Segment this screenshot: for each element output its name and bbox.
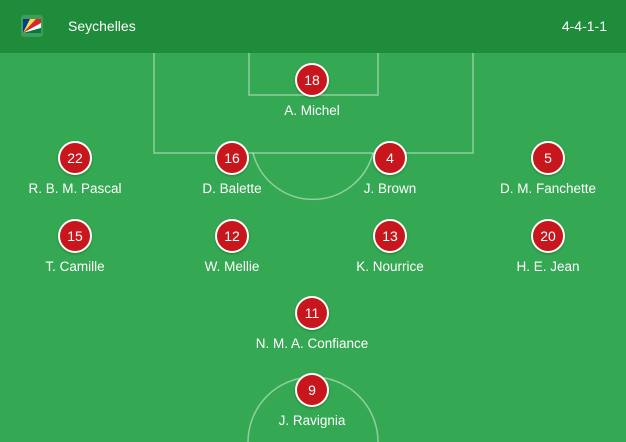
player-name: J. Ravignia [278, 413, 346, 428]
player-defender[interactable]: 5 D. M. Fanchette [468, 141, 626, 196]
player-number-badge: 18 [295, 63, 329, 97]
player-midfielder[interactable]: 15 T. Camille [0, 219, 155, 274]
player-name: A. Michel [284, 103, 340, 118]
player-attacking-midfielder[interactable]: 11 N. M. A. Confiance [232, 296, 392, 351]
player-number-badge: 5 [531, 141, 565, 175]
player-number-badge: 11 [295, 296, 329, 330]
pitch: 18 A. Michel 22 R. B. M. Pascal 16 D. Ba… [0, 53, 626, 442]
player-name: R. B. M. Pascal [28, 181, 122, 196]
player-name: T. Camille [45, 259, 105, 274]
player-number-badge: 13 [373, 219, 407, 253]
player-defender[interactable]: 4 J. Brown [310, 141, 470, 196]
player-number-badge: 16 [215, 141, 249, 175]
team-name: Seychelles [68, 18, 136, 34]
player-name: N. M. A. Confiance [255, 336, 369, 351]
player-name: W. Mellie [204, 259, 260, 274]
player-defender[interactable]: 22 R. B. M. Pascal [0, 141, 155, 196]
player-name: K. Nourrice [356, 259, 424, 274]
player-number-badge: 4 [373, 141, 407, 175]
player-number-badge: 15 [58, 219, 92, 253]
formation-label: 4-4-1-1 [561, 18, 607, 34]
player-number-badge: 9 [295, 373, 329, 407]
player-defender[interactable]: 16 D. Balette [152, 141, 312, 196]
player-name: D. Balette [202, 181, 262, 196]
player-midfielder[interactable]: 20 H. E. Jean [468, 219, 626, 274]
player-name: J. Brown [363, 181, 417, 196]
team-header: Seychelles 4-4-1-1 [0, 0, 626, 53]
seychelles-flag-icon [21, 15, 43, 37]
player-midfielder[interactable]: 12 W. Mellie [152, 219, 312, 274]
player-name: D. M. Fanchette [499, 181, 597, 196]
player-number-badge: 22 [58, 141, 92, 175]
player-name: H. E. Jean [516, 259, 580, 274]
player-midfielder[interactable]: 13 K. Nourrice [310, 219, 470, 274]
player-number-badge: 20 [531, 219, 565, 253]
player-goalkeeper[interactable]: 18 A. Michel [232, 63, 392, 118]
player-number-badge: 12 [215, 219, 249, 253]
player-forward[interactable]: 9 J. Ravignia [232, 373, 392, 428]
